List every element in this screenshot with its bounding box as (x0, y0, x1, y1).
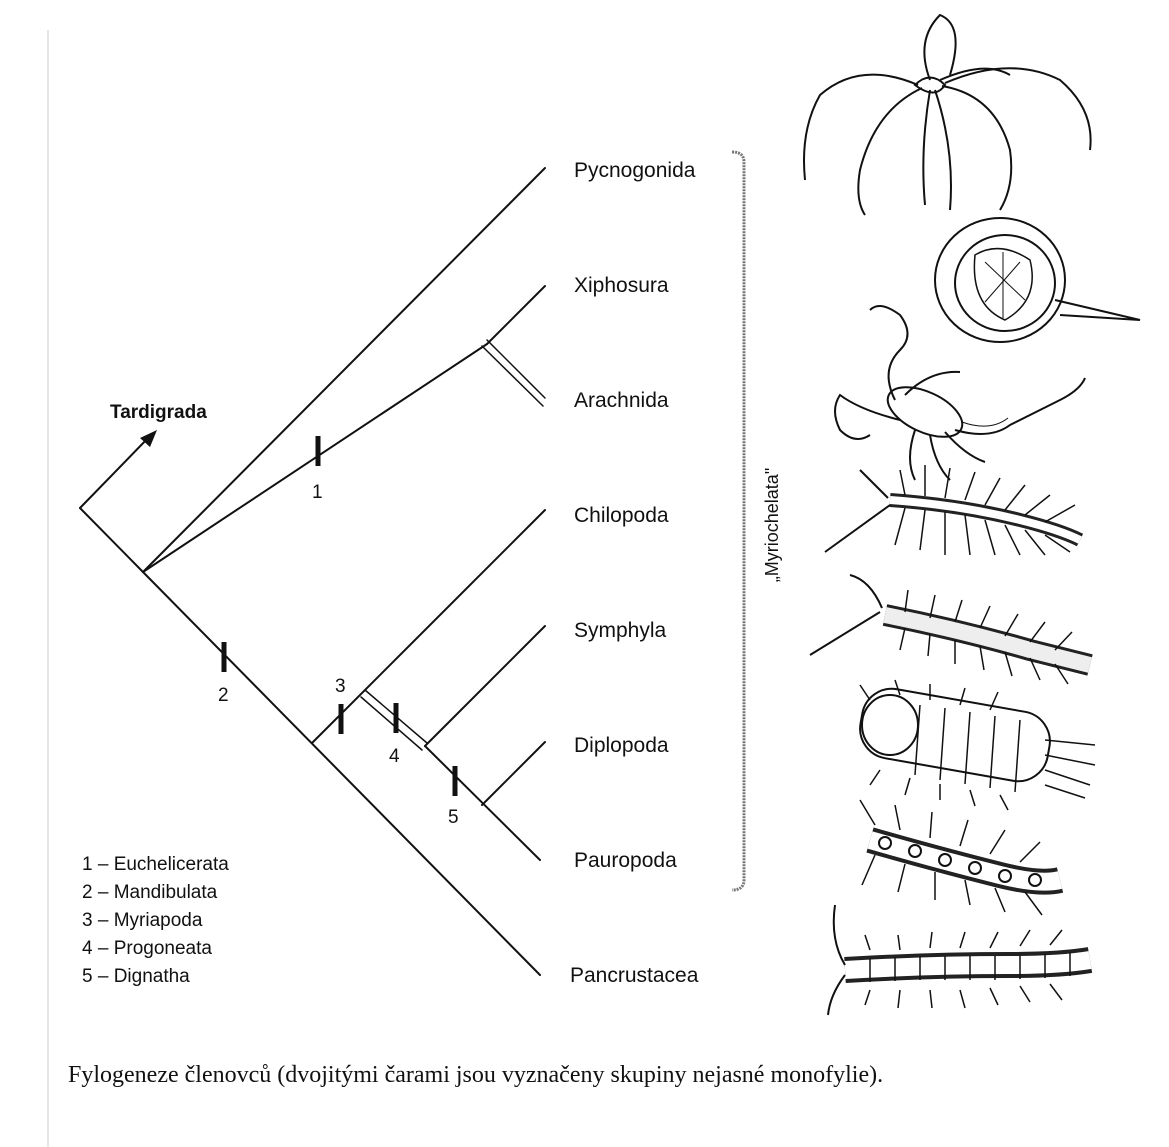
myriochelata-bracket: „Myriochelata" (732, 152, 782, 890)
bracket-label: „Myriochelata" (762, 468, 782, 582)
outgroup-label: Tardigrada (110, 402, 207, 423)
figure-caption: Fylogeneze členovců (dvojitými čarami js… (68, 1062, 883, 1088)
taxon-pycnogonida: Pycnogonida (574, 159, 696, 182)
euchelicerata-branch (143, 344, 487, 572)
taxon-symphyla: Symphyla (574, 619, 667, 642)
tick-label-1: 1 (312, 482, 323, 503)
arachnida-branch-line-a (487, 340, 545, 398)
pycnogonida-branch (143, 168, 545, 572)
diplopoda-branch (482, 742, 545, 805)
taxon-pauropoda: Pauropoda (574, 849, 677, 872)
animal-illustrations (804, 15, 1140, 1015)
chilopoda-branch (312, 510, 545, 743)
pycnogonid-illustration (804, 15, 1091, 215)
progoneata-branch-line-b (361, 697, 422, 750)
taxon-pancrustacea: Pancrustacea (570, 964, 699, 987)
chilopod-illustration (825, 465, 1080, 555)
legend-item-2: 2 – Mandibulata (82, 882, 218, 903)
arachnida-branch-line-b (482, 346, 543, 406)
symphyla-branch (425, 626, 545, 746)
pauropod-illustration (860, 800, 1060, 915)
taxon-diplopoda: Diplopoda (574, 734, 669, 757)
pancrustacea-illustration (828, 905, 1090, 1015)
taxon-chilopoda: Chilopoda (574, 504, 669, 527)
legend-item-5: 5 – Dignatha (82, 966, 190, 987)
taxon-labels: Pycnogonida Xiphosura Arachnida Chilopod… (570, 159, 699, 987)
legend: 1 – Euchelicerata 2 – Mandibulata 3 – My… (82, 854, 229, 987)
tick-label-5: 5 (448, 807, 459, 828)
legend-item-1: 1 – Euchelicerata (82, 854, 229, 875)
xiphosura-illustration (935, 218, 1140, 342)
tick-label-3: 3 (335, 676, 346, 697)
mandibulata-backbone (143, 572, 540, 975)
legend-item-3: 3 – Myriapoda (82, 910, 203, 931)
tick-label-4: 4 (389, 746, 400, 767)
tardigrada-branch (80, 436, 150, 508)
tick-label-2: 2 (218, 685, 229, 706)
apomorphy-ticks (224, 436, 455, 796)
legend-item-4: 4 – Progoneata (82, 938, 212, 959)
xiphosura-branch (487, 286, 545, 344)
arachnid-scorpion-illustration (835, 306, 1085, 480)
diplopod-illustration (855, 680, 1095, 810)
symphyla-illustration (810, 575, 1090, 684)
taxon-arachnida: Arachnida (574, 389, 669, 412)
root-branch (80, 508, 143, 572)
bracket-line (732, 152, 744, 890)
tick-numbers: 1 2 3 4 5 (218, 482, 459, 828)
taxon-xiphosura: Xiphosura (574, 274, 669, 297)
